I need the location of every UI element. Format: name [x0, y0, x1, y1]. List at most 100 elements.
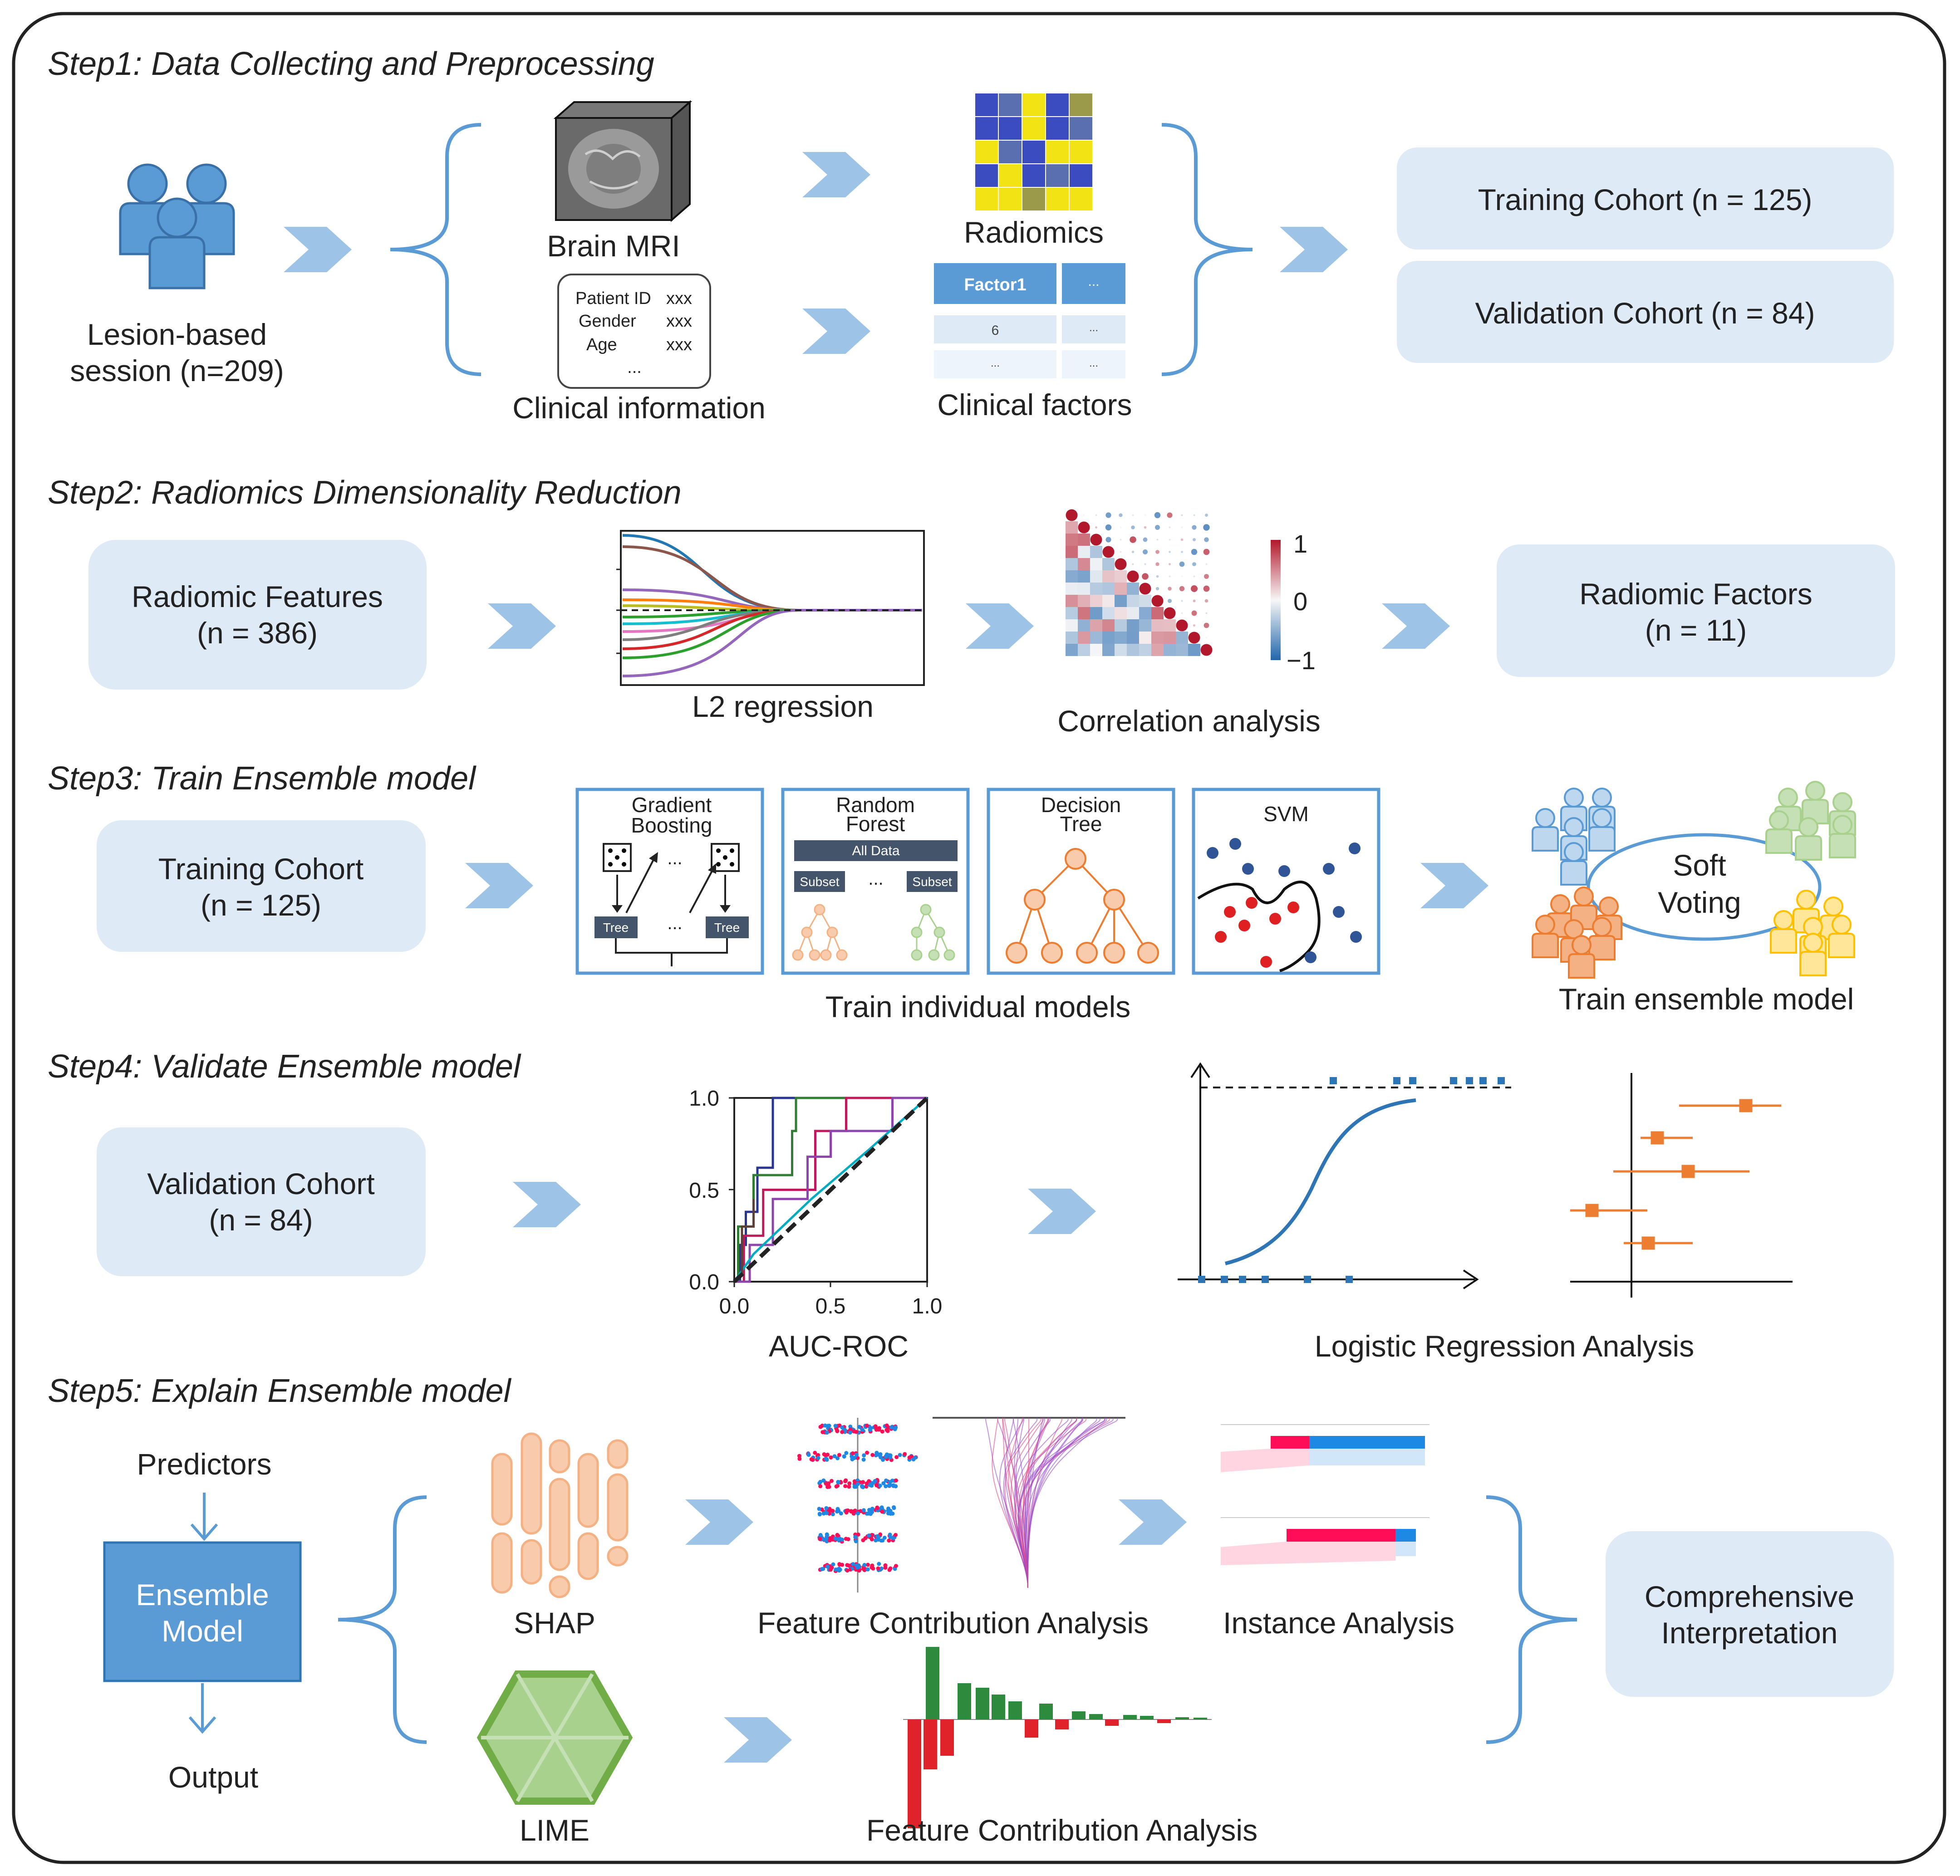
correlation-label: Correlation analysis	[1057, 704, 1321, 738]
lime-label: LIME	[520, 1813, 589, 1847]
svg-text:1.0: 1.0	[912, 1294, 943, 1318]
roc-chart: 1.0 0.5 0.0 0.0 0.5 1.0	[689, 1087, 942, 1318]
brace-left-5	[338, 1495, 427, 1744]
svg-text:...: ...	[1088, 274, 1099, 289]
radiomics-label: Radiomics	[964, 216, 1104, 249]
radiomic-factors-line2: (n = 11)	[1645, 613, 1747, 647]
svg-text:6: 6	[992, 323, 999, 338]
svg-text:All Data: All Data	[852, 843, 899, 858]
svg-text:0: 0	[1293, 587, 1307, 616]
training-cohort-2-line2: (n = 125)	[201, 888, 321, 922]
lime-icon	[476, 1670, 633, 1805]
logistic-regression-plot	[1178, 1062, 1511, 1289]
individual-models-label: Train individual models	[825, 990, 1131, 1024]
svg-text:−1: −1	[1287, 646, 1316, 675]
forest-plot	[1570, 1073, 1793, 1298]
svg-text:...: ...	[1089, 322, 1098, 334]
svg-text:Gradient: Gradient	[632, 793, 712, 817]
clinical-card: Patient ID xxx Gender xxx Age xxx ...	[557, 274, 711, 389]
step4-title: Step4: Validate Ensemble model	[48, 1048, 521, 1085]
lesion-label-line1: Lesion-based	[87, 318, 267, 351]
predictors-arrow-icon	[190, 1493, 218, 1541]
shap-decision-plot	[933, 1417, 1125, 1588]
svg-text:0.0: 0.0	[689, 1270, 719, 1294]
training-cohort-2-line1: Training Cohort	[158, 852, 364, 886]
svg-text:Subset: Subset	[912, 875, 952, 889]
svg-text:...: ...	[991, 357, 1000, 369]
shap-label: SHAP	[514, 1606, 595, 1640]
svg-text:...: ...	[667, 848, 682, 868]
l2-regression-plot	[616, 530, 925, 686]
correlation-matrix	[1066, 509, 1213, 656]
svg-text:Boosting: Boosting	[631, 813, 712, 837]
radiomic-features-box	[88, 540, 427, 690]
svg-text:Voting: Voting	[1658, 886, 1741, 919]
l2-regression-label: L2 regression	[692, 690, 874, 723]
svg-text:Soft: Soft	[1673, 848, 1726, 882]
comprehensive-line2: Interpretation	[1661, 1616, 1838, 1650]
svg-text:Tree: Tree	[603, 921, 629, 935]
radiomic-factors-box	[1497, 544, 1895, 677]
brace-left-1	[390, 123, 481, 376]
roc-label: AUC-ROC	[769, 1329, 909, 1363]
comprehensive-line1: Comprehensive	[1645, 1580, 1854, 1613]
step1-title: Step1: Data Collecting and Preprocessing	[48, 46, 654, 82]
gradient-boosting-panel: Gradient Boosting ... ... Tree Tree	[575, 788, 764, 975]
svg-text:...: ...	[667, 913, 682, 933]
output-label: Output	[168, 1760, 258, 1794]
comprehensive-interpretation-box	[1606, 1531, 1894, 1697]
svg-text:Tree: Tree	[714, 921, 740, 935]
logistic-label: Logistic Regression Analysis	[1315, 1329, 1694, 1363]
step3-title: Step3: Train Ensemble model	[48, 760, 476, 797]
radiomic-factors-line1: Radiomic Factors	[1579, 577, 1812, 611]
svg-text:xxx: xxx	[666, 335, 692, 354]
ensemble-model-box	[103, 1541, 302, 1682]
radiomic-features-line1: Radiomic Features	[132, 580, 383, 613]
svg-text:Subset: Subset	[800, 875, 839, 889]
svg-text:0.0: 0.0	[719, 1294, 750, 1318]
lime-bar-chart	[903, 1647, 1212, 1828]
svg-text:Age: Age	[586, 335, 617, 354]
svg-text:Patient ID: Patient ID	[575, 289, 651, 308]
brain-mri-icon	[553, 100, 693, 222]
feature-contribution-label-1: Feature Contribution Analysis	[757, 1606, 1149, 1640]
validation-cohort-2-line1: Validation Cohort	[147, 1167, 374, 1200]
svg-text:Tree: Tree	[1060, 812, 1102, 836]
ensemble-model-line1: Ensemble	[136, 1578, 269, 1611]
svg-text:Random: Random	[836, 793, 915, 817]
feature-contribution-label-2: Feature Contribution Analysis	[866, 1813, 1258, 1847]
radiomic-features-line2: (n = 386)	[197, 616, 318, 650]
soft-voting-graphic: Soft Voting	[1532, 781, 1856, 979]
validation-cohort-2-line2: (n = 84)	[209, 1203, 313, 1237]
svg-text:1: 1	[1293, 529, 1307, 558]
ensemble-model-label: Train ensemble model	[1559, 982, 1854, 1016]
clinical-factors-label: Clinical factors	[937, 388, 1132, 421]
shap-icon	[491, 1432, 629, 1598]
lesion-label-line2: session (n=209)	[70, 354, 284, 387]
ensemble-model-line2: Model	[162, 1614, 243, 1648]
svg-text:Forest: Forest	[846, 812, 905, 836]
svg-text:xxx: xxx	[666, 289, 692, 308]
svg-text:SVM: SVM	[1263, 802, 1309, 826]
svg-text:1.0: 1.0	[689, 1087, 719, 1111]
svg-text:0.5: 0.5	[815, 1294, 846, 1318]
clinical-information-label: Clinical information	[512, 391, 766, 425]
predictors-label: Predictors	[137, 1447, 271, 1481]
clinical-factors-table: Factor1 ... 6 ... ... ...	[934, 263, 1125, 378]
shap-beeswarm-plot	[797, 1418, 918, 1592]
correlation-colorbar: 1 0 −1	[1271, 529, 1316, 675]
radiomics-heatmap-icon	[974, 93, 1093, 211]
instance-force-plots	[1221, 1424, 1429, 1565]
step5-title: Step5: Explain Ensemble model	[48, 1373, 512, 1409]
green-people-icon	[1765, 781, 1856, 861]
svg-text:xxx: xxx	[666, 312, 692, 331]
svg-text:...: ...	[1089, 357, 1098, 369]
brace-right-1	[1161, 123, 1253, 376]
random-forest-panel: Random Forest All Data Subset Subset ...	[781, 788, 970, 975]
brain-mri-label: Brain MRI	[547, 229, 680, 263]
validation-cohort-label: Validation Cohort (n = 84)	[1475, 296, 1815, 330]
training-cohort-label: Training Cohort (n = 125)	[1478, 183, 1813, 216]
validation-cohort-box-2	[97, 1127, 426, 1276]
output-arrow-icon	[188, 1683, 216, 1734]
